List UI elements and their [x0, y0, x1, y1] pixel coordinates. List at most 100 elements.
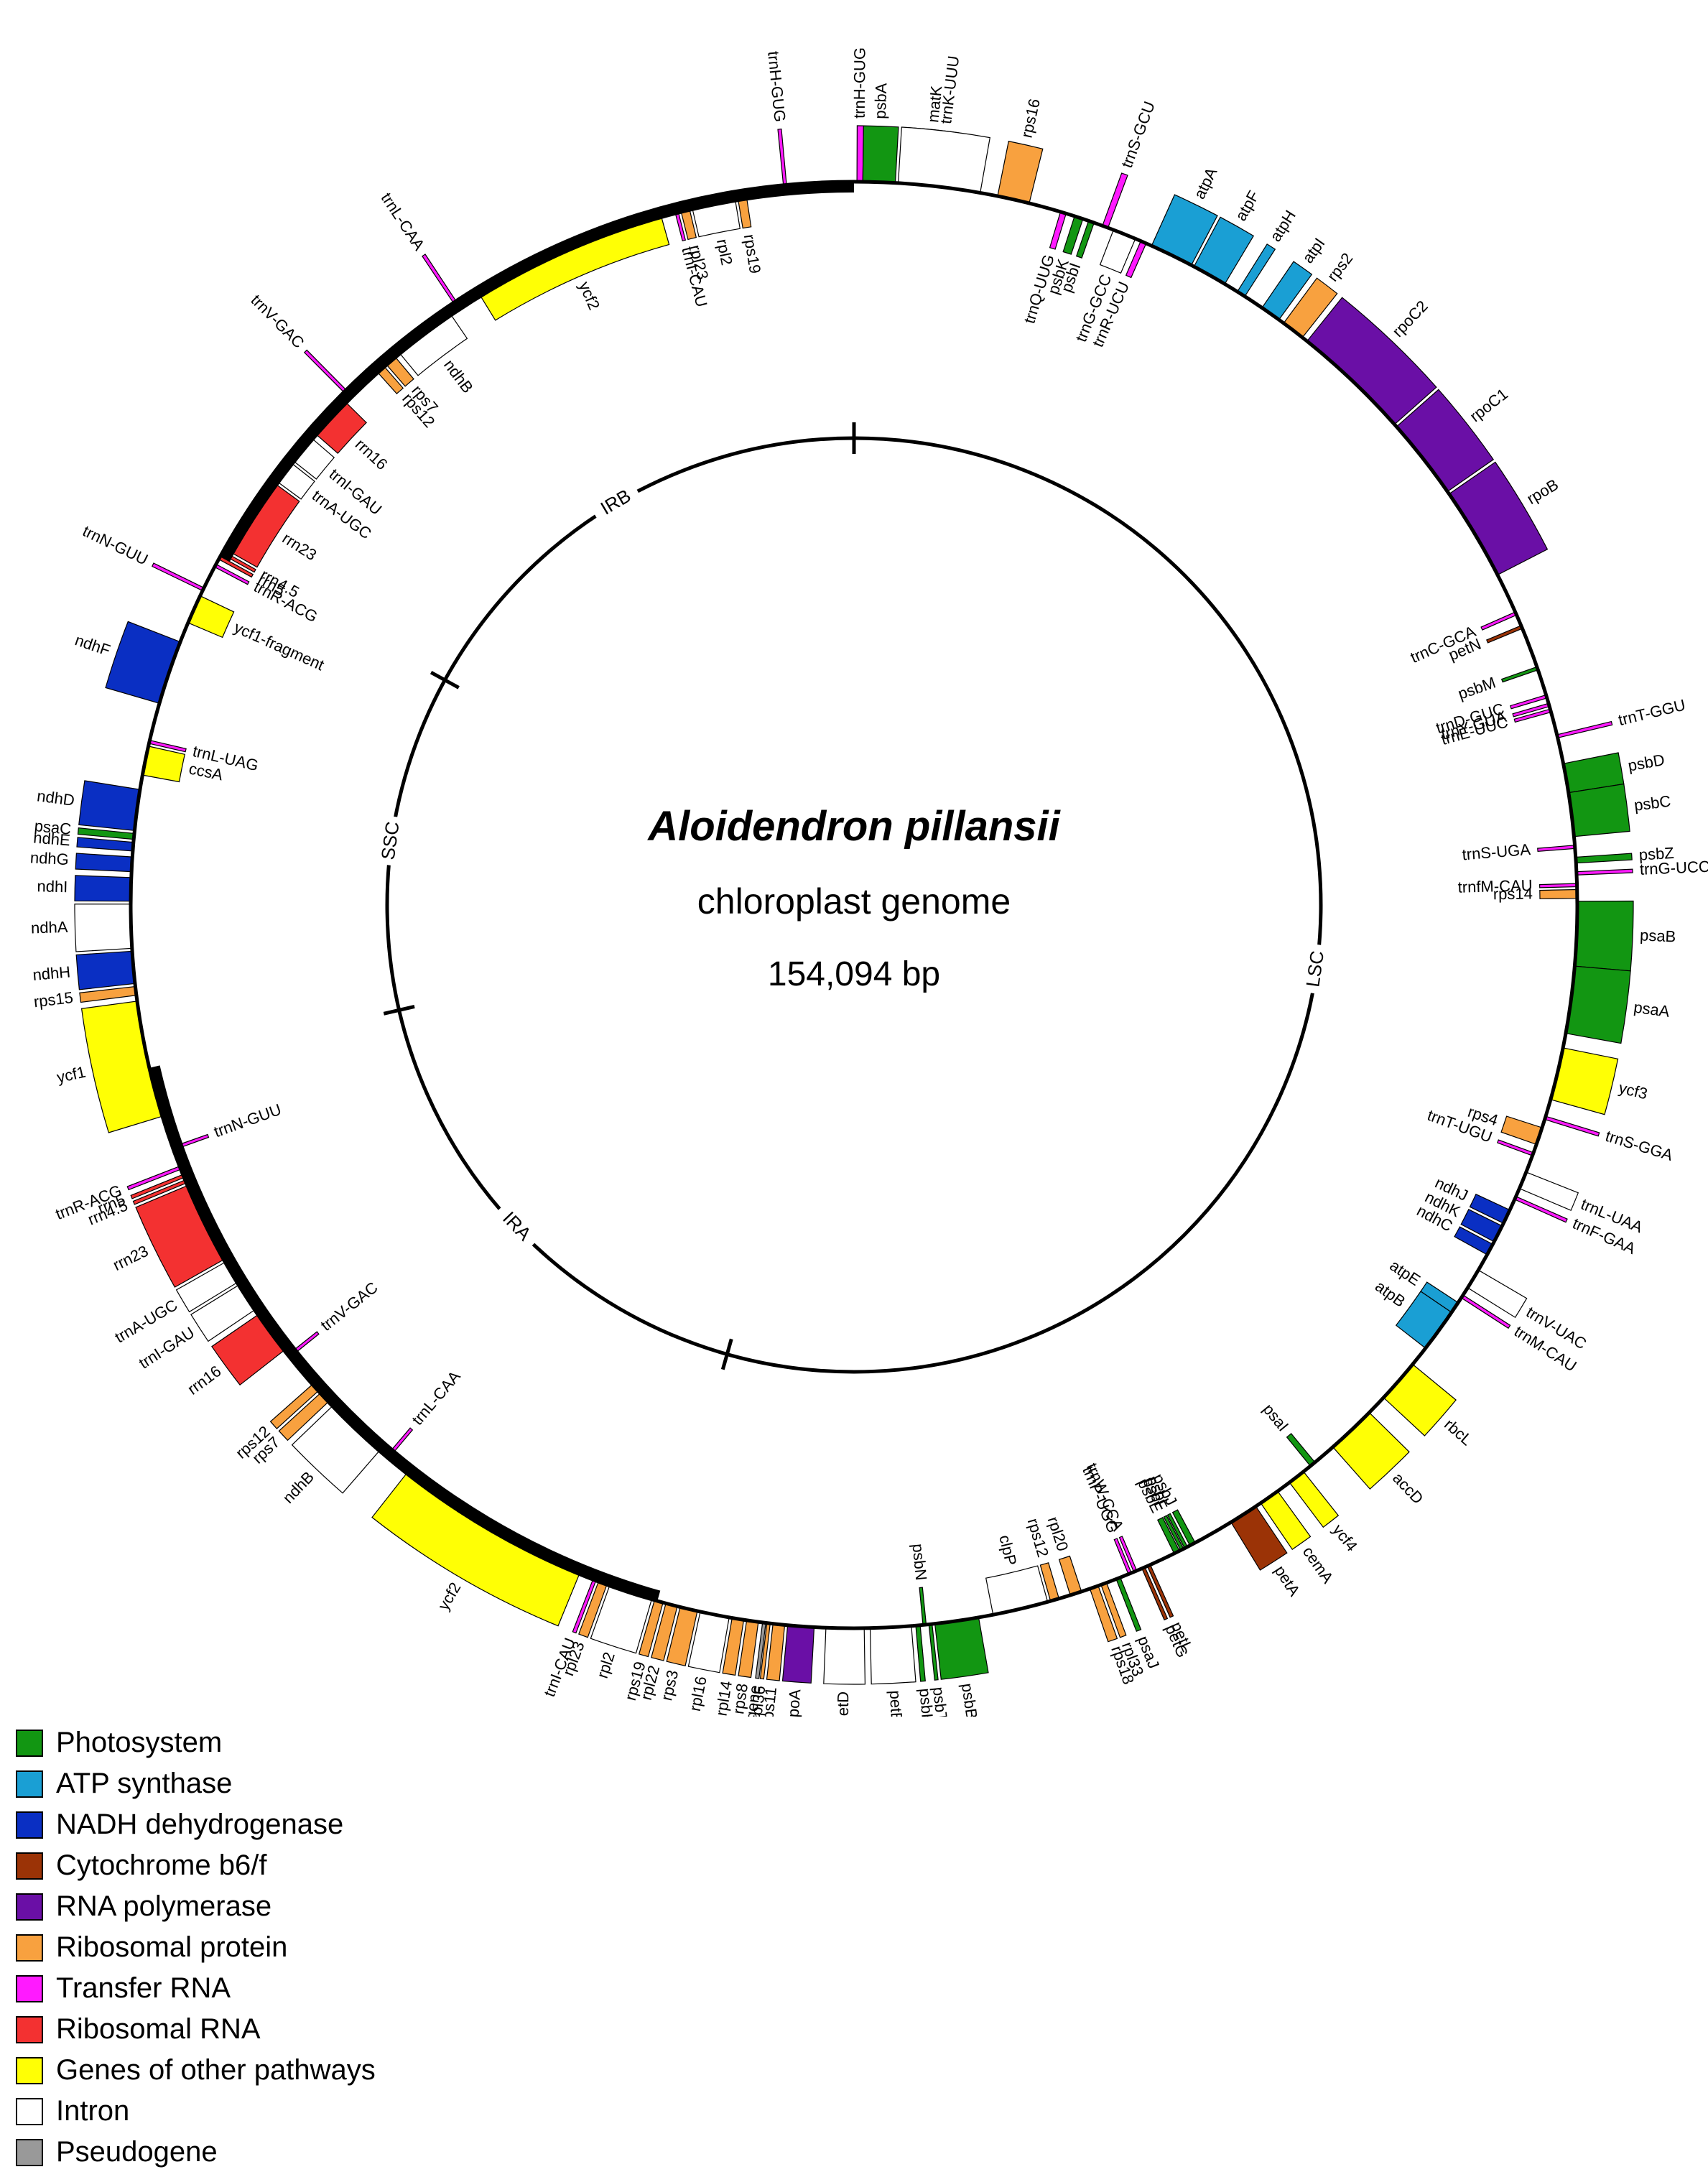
- gene-label-rps2: rps2: [1324, 249, 1357, 284]
- legend-label: Cytochrome b6/f: [56, 1849, 267, 1881]
- gene-trnq-uug: [1049, 211, 1067, 250]
- gene-label-atpa: atpA: [1190, 164, 1220, 202]
- gene-label-psbn: psbN: [909, 1543, 930, 1582]
- gene-label-psbm: psbM: [1456, 673, 1498, 702]
- gene-label-ycf1-fragment: ycf1-fragment: [231, 618, 327, 674]
- gene-ndhi: [74, 875, 132, 902]
- gene-label-cema: cemA: [1299, 1543, 1337, 1587]
- gene-label-rpl2: rpl2: [593, 1650, 618, 1681]
- gene-petb: [869, 1625, 916, 1685]
- gene-label-rpoc1: rpoC1: [1467, 385, 1512, 426]
- legend-item-trna: Transfer RNA: [16, 1968, 519, 2009]
- gene-label-rbcl: rbcL: [1441, 1415, 1476, 1449]
- gene-label-psba: psbA: [871, 83, 891, 119]
- gene-label-rrn16: rrn16: [352, 435, 391, 473]
- legend-swatch: [16, 2097, 43, 2125]
- gene-label-psbh: psbH: [916, 1687, 937, 1717]
- legend-item-other: Genes of other pathways: [16, 2050, 519, 2091]
- gene-label-ndhi: ndhI: [37, 877, 68, 896]
- gene-label-ycf2: ycf2: [575, 279, 603, 312]
- gene-label-trns-gcu: trnS-GCU: [1118, 99, 1159, 170]
- gene-label-psbc: psbC: [1633, 792, 1672, 814]
- legend-swatch: [16, 2056, 43, 2084]
- gene-label-psac: psaC: [34, 817, 73, 838]
- region-boundary-tick: [430, 671, 460, 690]
- gene-label-rps15: rps15: [32, 988, 74, 1011]
- region-boundary-tick: [720, 1338, 733, 1370]
- gene-label-rps8: rps8: [729, 1682, 751, 1715]
- gene-label-clpp: clpP: [995, 1533, 1020, 1567]
- gene-trnv-gac: [303, 349, 347, 393]
- legend-item-pseudo: Pseudogene: [16, 2132, 519, 2173]
- legend-swatch: [16, 1852, 43, 1880]
- gene-psbh: [915, 1625, 926, 1682]
- gene-ndhd: [78, 780, 141, 831]
- legend-swatch: [16, 1893, 43, 1921]
- legend-swatch: [16, 2015, 43, 2043]
- gene-label-psab: psaB: [1640, 926, 1676, 945]
- genome-type: chloroplast genome: [697, 881, 1011, 922]
- legend-label: Intron: [56, 2095, 130, 2127]
- gene-psab: [1574, 900, 1634, 972]
- legend-label: Pseudogene: [56, 2136, 218, 2168]
- legend-label: ATP synthase: [56, 1768, 233, 1799]
- gene-label-rpl2: rpl2: [713, 238, 736, 267]
- gene-label-trnn-guu: trnN-GUU: [211, 1100, 283, 1141]
- gene-trnt-ugu: [1497, 1139, 1534, 1156]
- gene-psbz: [1575, 853, 1633, 864]
- region-label-mask: [376, 814, 407, 867]
- legend-label: NADH dehydrogenase: [56, 1809, 344, 1840]
- inverted-repeat-arc-irb: [221, 182, 855, 562]
- gene-label-rrn23: rrn23: [279, 529, 320, 564]
- gene-rps4: [1500, 1115, 1543, 1146]
- gene-label-psbt: psbT: [929, 1686, 951, 1717]
- legend-label: Photosystem: [56, 1727, 223, 1758]
- legend-swatch: [16, 2138, 43, 2166]
- gene-trnl-caa: [422, 254, 457, 304]
- legend-swatch: [16, 1729, 43, 1757]
- backbone-circle: [129, 180, 1579, 1630]
- legend-label: Genes of other pathways: [56, 2054, 376, 2086]
- region-label-lsc: LSC: [1301, 950, 1328, 988]
- gene-rps16: [997, 140, 1044, 204]
- gene-psaa: [1565, 965, 1631, 1044]
- gene-label-trnn-guu: trnN-GUU: [80, 522, 151, 569]
- legend-item-rrna: Ribosomal RNA: [16, 2009, 519, 2050]
- gene-psbm: [1500, 666, 1539, 683]
- gene-psai: [1286, 1433, 1316, 1467]
- legend-item-atp: ATP synthase: [16, 1763, 519, 1804]
- gene-trns-gcu: [1102, 172, 1128, 228]
- gene-label-accd: accD: [1389, 1469, 1427, 1508]
- gene-label-rrn16: rrn16: [184, 1362, 224, 1398]
- genome-length: 154,094 bp: [768, 955, 940, 993]
- gene-label-rpob: rpoB: [1523, 475, 1561, 508]
- gene-label-ycf2: ycf2: [435, 1579, 465, 1613]
- gene-psbc: [1568, 783, 1630, 837]
- gene-label-trnh-gug: trnH-GUG: [764, 50, 789, 123]
- legend-swatch: [16, 1811, 43, 1839]
- region-label-mask: [491, 1201, 542, 1253]
- species-name: Aloidendron pillansii: [646, 803, 1061, 850]
- gene-label-ndha: ndhA: [31, 918, 68, 937]
- legend-item-cyt: Cytochrome b6/f: [16, 1845, 519, 1886]
- gene-label-ycf4: ycf4: [1329, 1521, 1360, 1554]
- legend-item-ribprot: Ribosomal protein: [16, 1927, 519, 1968]
- inverted-repeat-arc-ira: [149, 1065, 661, 1601]
- legend-swatch: [16, 1934, 43, 1962]
- region-boundary-tick: [383, 1004, 415, 1016]
- region-label-mask: [589, 481, 644, 526]
- region-label-mask: [1301, 943, 1332, 995]
- gene-label-atpf: atpF: [1232, 187, 1263, 224]
- gene-label-ndhg: ndhG: [29, 848, 69, 868]
- gene-label-trnl-caa: trnL-CAA: [378, 190, 429, 254]
- gene-rps14: [1539, 888, 1578, 899]
- gene-ycf1-fragment: [187, 595, 235, 639]
- gene-label-rrn23: rrn23: [110, 1242, 151, 1274]
- gene-label-atph: atpH: [1266, 207, 1299, 245]
- gene-label-trnv-gac: trnV-GAC: [317, 1278, 381, 1334]
- gene-label-trnk-uuu: trnK-UUU: [937, 55, 962, 125]
- gene-label-rps19: rps19: [741, 233, 764, 274]
